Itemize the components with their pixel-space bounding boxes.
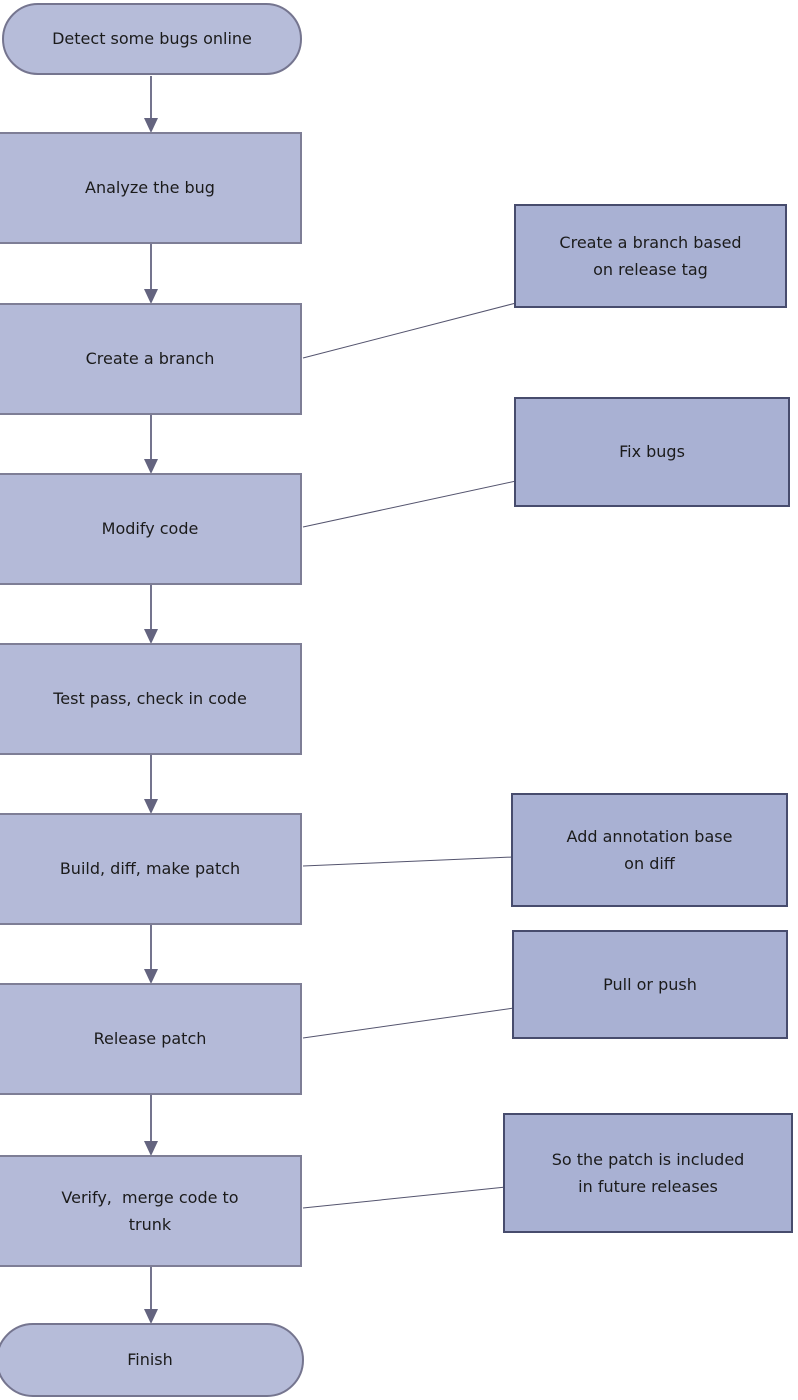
process-verify-merge-trunk: Verify, merge code to trunk [0,1155,302,1267]
note-connector-modify [302,480,517,528]
arrowhead-icon [144,1309,158,1324]
process-label: Create a branch [85,349,215,369]
process-label: Analyze the bug [85,178,215,198]
annotation-connectors [302,302,517,1209]
process-label: Verify, merge code to trunk [61,1187,239,1234]
note-fix-bugs: Fix bugs [514,397,790,507]
process-create-branch: Create a branch [0,303,302,415]
terminator-finish: Finish [0,1323,304,1397]
arrowhead-icon [144,1141,158,1156]
start-label: Detect some bugs online [52,29,252,49]
arrowhead-icon [144,629,158,644]
arrowhead-icon [144,118,158,133]
note-label: Add annotation base on diff [566,826,733,873]
flow-arrowheads [144,118,158,1324]
process-label: Test pass, check in code [53,689,247,709]
note-patch-included-future-releases: So the patch is included in future relea… [503,1113,793,1233]
process-test-pass-check-in: Test pass, check in code [0,643,302,755]
process-analyze-bug: Analyze the bug [0,132,302,244]
note-label: Fix bugs [619,442,685,462]
note-connector-release [302,1007,515,1039]
process-release-patch: Release patch [0,983,302,1095]
arrowhead-icon [144,289,158,304]
terminator-start: Detect some bugs online [2,3,302,75]
note-connector-branch [302,302,517,359]
process-label: Modify code [101,519,199,539]
note-pull-or-push: Pull or push [512,930,788,1039]
note-label: So the patch is included in future relea… [551,1149,745,1196]
note-create-branch-based-on-release-tag: Create a branch based on release tag [514,204,787,308]
process-label: Release patch [93,1029,207,1049]
arrowhead-icon [144,969,158,984]
process-modify-code: Modify code [0,473,302,585]
arrowhead-icon [144,459,158,474]
process-label: Build, diff, make patch [59,859,241,879]
arrowhead-icon [144,799,158,814]
note-connector-build [302,856,514,867]
note-label: Create a branch based on release tag [559,232,742,279]
note-label: Pull or push [603,974,697,994]
note-connector-verify [302,1186,507,1209]
process-build-diff-make-patch: Build, diff, make patch [0,813,302,925]
note-add-annotation-base-on-diff: Add annotation base on diff [511,793,788,907]
finish-label: Finish [127,1350,173,1370]
